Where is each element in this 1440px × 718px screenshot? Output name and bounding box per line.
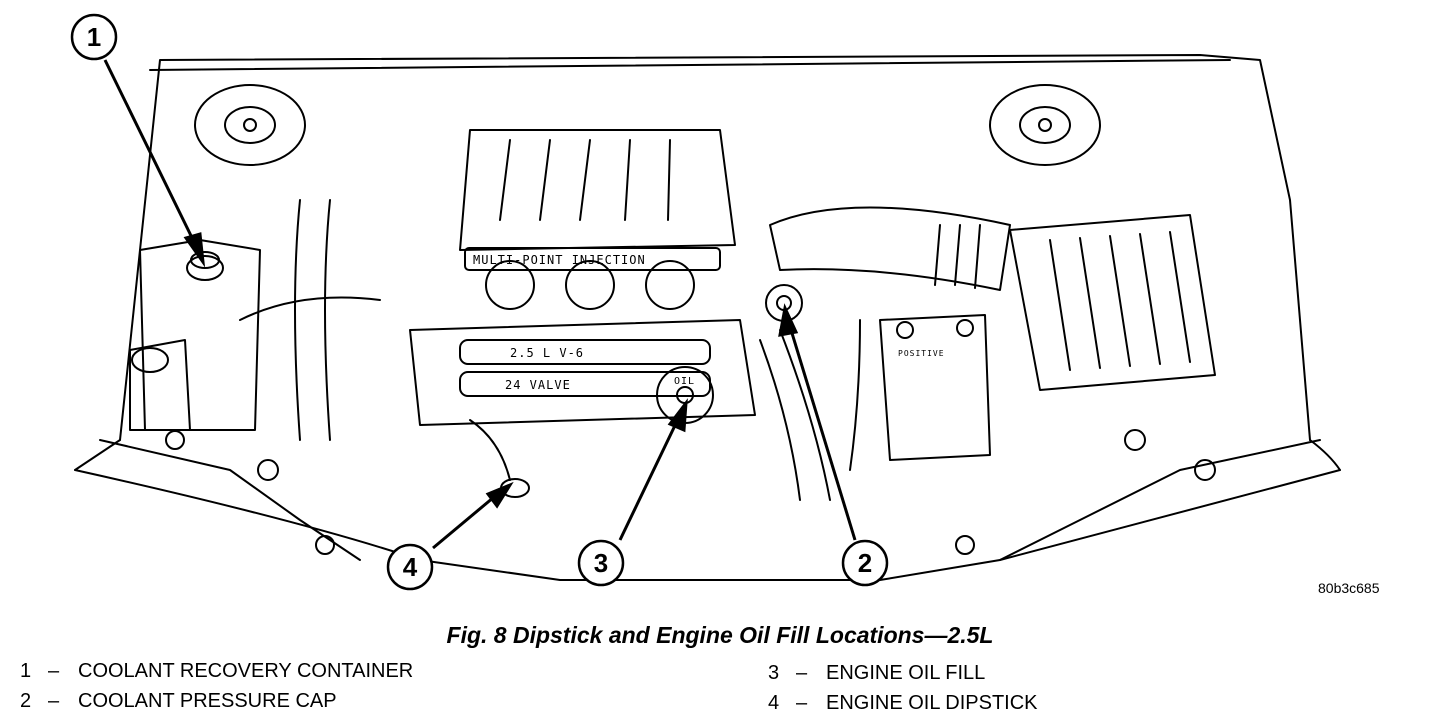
callout-4-arrowhead	[485, 481, 514, 509]
engine-diagram: MULTI-POINT INJECTION 2.5 L V-6 24 VALVE…	[70, 13, 1341, 591]
callout-3-leader	[618, 414, 682, 541]
callout-1-number: 1	[87, 22, 101, 52]
legend-item-2: 2–COOLANT PRESSURE CAP	[20, 686, 413, 716]
legend-right: 3–ENGINE OIL FILL 4–ENGINE OIL DIPSTICK	[768, 658, 1038, 718]
bay-fasteners	[165, 429, 1216, 555]
legend-label: COOLANT RECOVERY CONTAINER	[78, 660, 414, 682]
legend-label: ENGINE OIL DIPSTICK	[826, 692, 1038, 714]
displacement-label: 2.5 L V-6	[510, 346, 584, 360]
callout-2: 2	[841, 539, 889, 587]
air-intake-tube	[769, 206, 1011, 291]
callout-3: 3	[577, 539, 625, 587]
legend-number: 1	[20, 660, 32, 682]
engine-bay-outline	[74, 54, 1341, 581]
callout-3-arrowhead	[667, 398, 688, 433]
figure-caption: Fig. 8 Dipstick and Engine Oil Fill Loca…	[446, 622, 994, 648]
legend-dash: –	[48, 660, 60, 682]
callout-2-number: 2	[858, 548, 872, 578]
valves-label: 24 VALVE	[505, 378, 571, 392]
legend-dash: –	[796, 692, 808, 714]
intake-label: MULTI-POINT INJECTION	[473, 253, 646, 267]
callout-4: 4	[386, 543, 434, 591]
battery	[879, 314, 991, 461]
engine-labels: MULTI-POINT INJECTION 2.5 L V-6 24 VALVE…	[473, 253, 945, 392]
air-cleaner-box	[1009, 214, 1216, 391]
radiator-hoses	[239, 199, 861, 501]
legend-dash: –	[796, 662, 808, 684]
legend-number: 4	[768, 692, 780, 714]
legend-number: 2	[20, 690, 32, 712]
callout-2-leader	[786, 319, 857, 541]
engine-oil-dipstick	[469, 419, 530, 498]
callout-2-arrowhead	[778, 303, 799, 337]
legend-label: COOLANT PRESSURE CAP	[78, 690, 337, 712]
callout-1-arrowhead	[183, 232, 206, 268]
oil-cap-label: OIL	[674, 376, 695, 387]
callout-3-number: 3	[594, 548, 608, 578]
legend-number: 3	[768, 662, 780, 684]
legend-left: 1–COOLANT RECOVERY CONTAINER 2–COOLANT P…	[20, 656, 413, 716]
legend-label: ENGINE OIL FILL	[826, 662, 986, 684]
figure-code: 80b3c685	[1318, 580, 1380, 596]
intake-manifold	[459, 129, 736, 310]
callout-1-leader	[103, 59, 200, 251]
battery-label: POSITIVE	[898, 349, 945, 358]
coolant-recovery-container	[129, 239, 261, 431]
legend-item-4: 4–ENGINE OIL DIPSTICK	[768, 688, 1038, 718]
callout-4-leader	[432, 490, 501, 550]
right-shock-tower	[989, 84, 1101, 166]
callout-1: 1	[70, 13, 118, 61]
left-shock-tower	[194, 84, 306, 166]
callout-arrows	[103, 59, 857, 550]
legend-item-1: 1–COOLANT RECOVERY CONTAINER	[20, 656, 413, 686]
legend-dash: –	[48, 690, 60, 712]
callout-4-number: 4	[403, 552, 418, 582]
legend-item-3: 3–ENGINE OIL FILL	[768, 658, 1038, 688]
